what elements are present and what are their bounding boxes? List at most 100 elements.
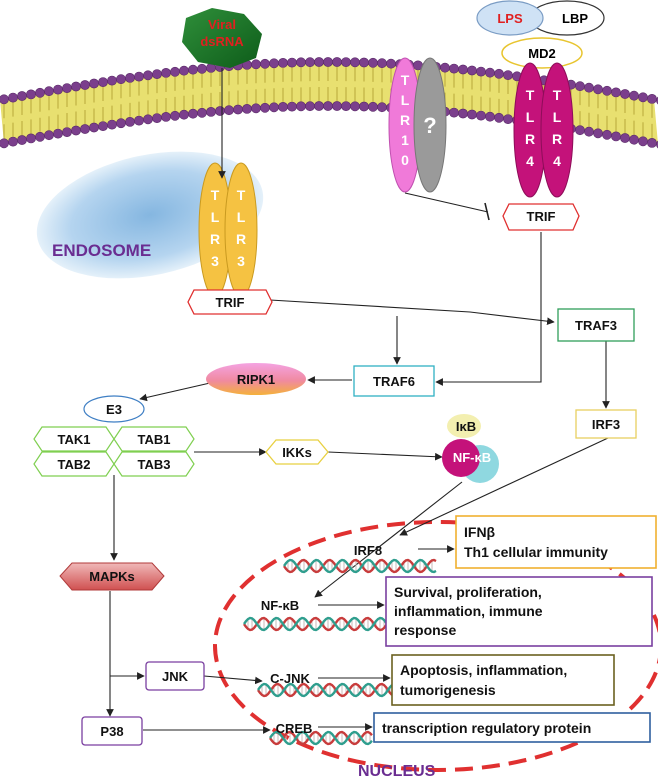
ripk1-shape — [206, 363, 306, 395]
lipid-head — [80, 80, 90, 90]
arrow-jnk-cjnk — [203, 675, 263, 685]
tlr3-receptor — [224, 162, 258, 298]
lps-label: LPS — [497, 11, 523, 26]
tlr4-receptor — [540, 62, 574, 198]
cjnk-outcome-box — [391, 654, 615, 706]
lipid-head — [494, 112, 504, 123]
inhibit-bar — [484, 202, 490, 221]
lipid-head — [233, 104, 243, 115]
dna-strand — [257, 682, 393, 698]
arrows — [106, 68, 610, 734]
arrow-irf3-irf8 — [399, 437, 609, 536]
inhibit-tlr10-trif — [404, 192, 489, 213]
lipid-head — [458, 64, 468, 75]
trif-membrane-label: TRIF — [527, 209, 556, 224]
dna-helices — [243, 558, 437, 746]
lipid-head — [107, 75, 117, 86]
tlr10-letter: 1 — [401, 132, 409, 148]
lipid-head — [116, 74, 126, 85]
nfkb-subunit-magenta — [442, 439, 480, 477]
lipid-head — [62, 127, 72, 138]
lipid-head — [647, 137, 657, 148]
lbp-label: LBP — [562, 11, 588, 26]
lipid-head — [485, 111, 495, 122]
md2-shape — [501, 37, 583, 69]
creb-label: CREB — [276, 721, 313, 736]
lipid-head — [98, 77, 108, 87]
tak1-label: TAK1 — [58, 432, 91, 447]
lipid-head — [143, 70, 153, 81]
lipid-head — [458, 108, 468, 119]
lipid-head — [161, 68, 171, 78]
dna-strand — [243, 616, 395, 632]
cjnk-label: C-JNK — [270, 671, 310, 686]
arrow-ikks-nfkb — [327, 451, 443, 461]
unknown-receptor — [413, 57, 447, 193]
mapks-label: MAPKs — [89, 569, 135, 584]
lipid-head — [476, 110, 486, 121]
arrow-trif-mem-traf6 — [435, 232, 542, 386]
tab3-hex — [113, 451, 195, 477]
viral-dsrna-shape — [182, 8, 262, 68]
tlr3-letter: L — [237, 209, 246, 225]
lipid-head — [8, 92, 18, 103]
lipid-head — [593, 84, 603, 95]
tab1-label: TAB1 — [138, 432, 171, 447]
lipid-head — [251, 59, 261, 70]
tab1-hex — [113, 426, 195, 452]
traf3-box — [557, 308, 635, 342]
lipid-head — [332, 101, 342, 111]
tlr10-letters: T L R 1 0 — [400, 72, 410, 168]
lipid-head — [134, 71, 144, 82]
lipid-head — [278, 102, 288, 112]
tab2-hex — [33, 451, 115, 477]
tlr4-letter: 4 — [526, 153, 534, 169]
lipid-head — [386, 58, 396, 69]
lipid-head — [575, 81, 585, 92]
lipid-head — [602, 85, 612, 96]
jnk-box — [145, 661, 205, 691]
traf6-label: TRAF6 — [373, 374, 415, 389]
lps-shape — [476, 0, 544, 36]
lipid-head — [0, 94, 9, 105]
lipid-head — [503, 114, 513, 124]
lipid-head — [629, 134, 639, 145]
lipid-head — [26, 89, 36, 100]
lipid-head — [8, 136, 18, 147]
traf6-box — [353, 365, 435, 397]
lipid-head — [476, 66, 486, 77]
tlr4-letter: 4 — [553, 153, 561, 169]
tlr3-letter: T — [237, 187, 246, 203]
nfkb-outcome-line2: inflammation, immune — [394, 603, 543, 619]
lipid-head — [44, 130, 54, 141]
lipid-head — [71, 81, 81, 92]
tlr10-letter: L — [401, 92, 410, 108]
tab2-label: TAB2 — [58, 457, 91, 472]
ikks-hex — [265, 439, 329, 465]
lipid-head — [359, 57, 369, 68]
lipid-head — [179, 65, 189, 76]
lipid-head — [215, 106, 225, 116]
cjnk-outcome-line1: Apoptosis, inflammation, — [400, 662, 567, 678]
irf8-outcome-line2: Th1 cellular immunity — [464, 544, 608, 560]
lipid-head — [188, 64, 198, 75]
lipid-head — [611, 87, 621, 98]
ripk1-label: RIPK1 — [237, 372, 275, 387]
lipid-head — [287, 57, 297, 68]
lipid-head — [638, 92, 648, 103]
tak1-hex — [33, 426, 115, 452]
irf3-box — [575, 409, 637, 439]
dna-strand — [269, 730, 373, 746]
ikks-label: IKKs — [282, 445, 312, 460]
nfkb-outcome-line1: Survival, proliferation, — [394, 584, 542, 600]
cjnk-outcome-line2: tumorigenesis — [400, 682, 496, 698]
lipid-head — [269, 102, 279, 113]
lipid-head — [125, 73, 135, 83]
lipid-head — [314, 101, 324, 111]
tlr10-letter: R — [400, 112, 410, 128]
lipid-head — [89, 78, 99, 89]
lipid-head — [26, 133, 36, 144]
lipid-head — [35, 131, 45, 142]
ikb-shape — [447, 414, 481, 438]
